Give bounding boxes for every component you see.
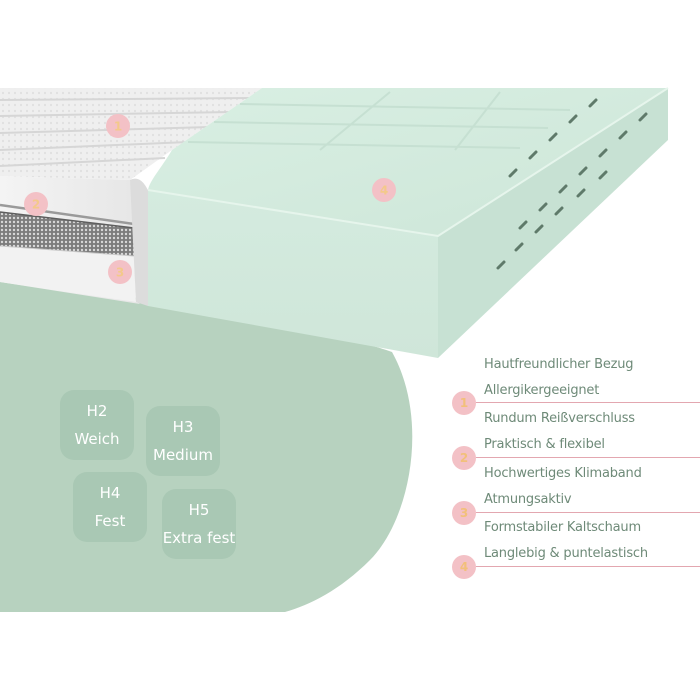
feature-2-line-2: Praktisch & flexibel [484,437,605,452]
svg-text:1: 1 [114,120,122,134]
firmness-tile-h2: H2 Weich [60,390,134,460]
layer-marker-4: 4 [372,178,396,202]
firmness-tile-h3: H3 Medium [146,406,220,476]
feature-3-line-2: Atmungsaktiv [484,492,572,507]
feature-badge-4: 4 [452,555,476,579]
layer-marker-1: 1 [106,114,130,138]
feature-badge-1: 1 [452,391,476,415]
svg-text:2: 2 [32,198,40,212]
svg-text:4: 4 [380,184,388,198]
firmness-tile-h5: H5 Extra fest [162,489,236,559]
feature-divider [476,566,700,567]
feature-2-line-1: Rundum Reißverschluss [484,411,635,426]
feature-1-line-2: Allergikergeeignet [484,383,600,398]
feature-divider [476,402,700,403]
firmness-grade: H5 [188,501,210,519]
foam-core [147,87,669,358]
svg-text:3: 3 [116,266,124,280]
feature-divider [476,512,700,513]
feature-1-line-1: Hautfreundlicher Bezug [484,357,634,372]
firmness-grade: H2 [86,402,108,420]
firmness-grade: H3 [172,418,194,436]
feature-divider [476,457,700,458]
feature-badge-3: 3 [452,501,476,525]
firmness-label: Fest [94,512,126,530]
layer-marker-2: 2 [24,192,48,216]
feature-4-line-1: Formstabiler Kaltschaum [484,520,641,535]
feature-4-line-2: Langlebig & puntelastisch [484,546,648,561]
feature-badge-2: 2 [452,446,476,470]
feature-3-line-1: Hochwertiges Klimaband [484,466,642,481]
firmness-label: Weich [74,430,120,448]
firmness-label: Extra fest [162,529,236,547]
layer-marker-3: 3 [108,260,132,284]
firmness-tile-h4: H4 Fest [73,472,147,542]
firmness-label: Medium [153,446,213,464]
firmness-grade: H4 [99,484,121,502]
